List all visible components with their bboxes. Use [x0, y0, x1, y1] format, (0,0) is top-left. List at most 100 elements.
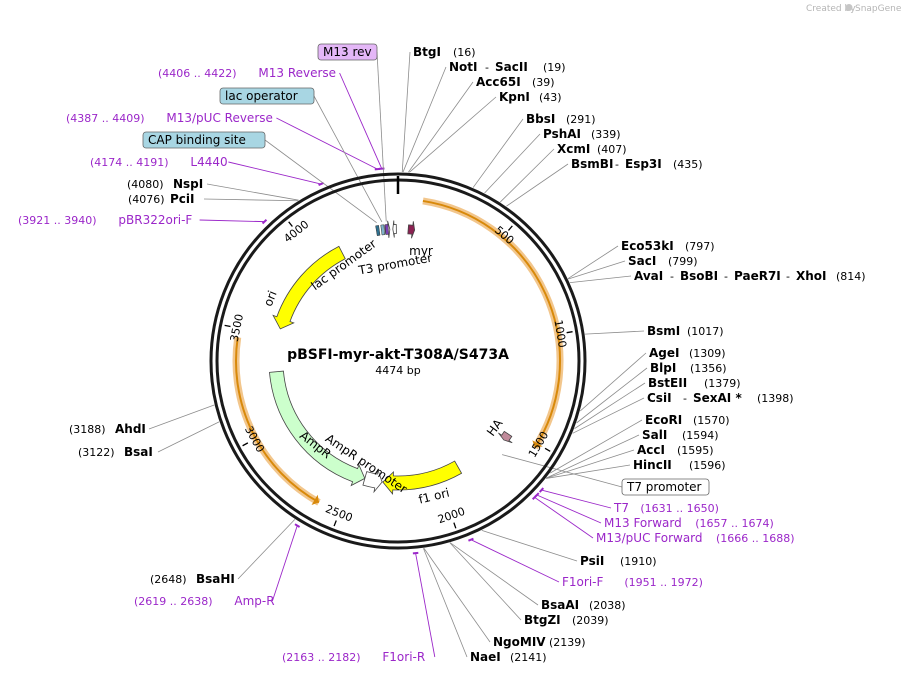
primer-range: (4174 .. 4191): [90, 156, 169, 169]
leader-psii: [481, 530, 578, 562]
leader-blpi: [576, 367, 648, 424]
center-title: pBSFI-myr-akt-T308A/S473A 4474 bp: [287, 347, 509, 377]
leader-avai-bsobi-paer7i-xhoi: [569, 275, 632, 284]
site-name: BsmBI: [571, 157, 613, 171]
box-leader-m13-rev: [376, 51, 387, 222]
primer-mark-f1ori-f: [468, 537, 474, 542]
site-position: (1017): [687, 325, 724, 338]
site-psii: PsiI(1910): [580, 554, 657, 568]
leader-bsahi: [237, 519, 296, 580]
site-name: AvaI: [634, 269, 663, 283]
site-position: (2038): [589, 599, 626, 612]
backbone: [209, 172, 587, 550]
primer-m13-forward: M13 Forward(1657 .. 1674): [604, 516, 774, 530]
site-sali: SalI(1594): [642, 428, 719, 442]
primer-name: M13 Forward: [604, 516, 682, 530]
tick-3000: [242, 442, 249, 447]
site-position: (339): [591, 128, 621, 141]
site-csii-sexai: CsiI-SexAI *(1398): [647, 391, 794, 405]
primer-name: pBR322ori-F: [118, 213, 192, 227]
tick-4000: [288, 221, 293, 227]
site-ecori: EcoRI(1570): [645, 413, 730, 427]
tick-2500: [333, 520, 337, 527]
leader-bbsi: [472, 118, 524, 188]
box-bg: [621, 478, 710, 496]
feature-label-myr: myr: [409, 244, 433, 258]
snapgene-logo-icon: [845, 4, 853, 11]
site-name: BsaHI: [196, 572, 235, 586]
orf-line-0: [422, 199, 561, 449]
primer-range: (3921 .. 3940): [18, 214, 97, 227]
leader-bsaai: [449, 542, 539, 606]
primer-t7: T7(1631 .. 1650): [613, 501, 719, 515]
site-separator: -: [786, 270, 790, 283]
feature-label-ori: ori: [261, 289, 280, 309]
site-name: BsaI: [124, 445, 153, 459]
box-text: T7 promoter: [626, 480, 702, 494]
primer-mark-pbr322ori-f: [261, 219, 268, 225]
tick-500: [507, 225, 513, 231]
primer-range: (1666 .. 1688): [716, 532, 795, 545]
tick-label-3500: 3500: [228, 313, 246, 343]
site-position: (43): [539, 91, 562, 104]
leader-acc65i: [408, 81, 474, 173]
site-position: (39): [532, 76, 555, 89]
operator-block-2: [384, 224, 390, 235]
leader-ahdi: [148, 404, 215, 430]
primer-leader-t7: [541, 489, 612, 509]
site-btgi: BtgI(16): [413, 45, 476, 59]
site-position: (797): [685, 240, 715, 253]
tick-label-4000: 4000: [281, 218, 311, 246]
site-bsahi: (2648)BsaHI: [150, 572, 235, 586]
site-name: NgoMIV: [493, 635, 546, 649]
site-name: BbsI: [526, 112, 555, 126]
site-pcii: (4076)PciI: [128, 192, 195, 206]
primer-name: M13 Reverse: [258, 66, 336, 80]
box-bg: [142, 131, 266, 149]
primer-range: (1951 .. 1972): [624, 576, 703, 589]
site-pshai: PshAI (339): [543, 127, 621, 141]
primer-mark-m13-puc-forward: [531, 494, 538, 500]
site-position: (1595): [677, 444, 714, 457]
site-bsmbi-esp3i: BsmBI-Esp3I(435): [571, 157, 703, 171]
leader-pshai: [484, 133, 541, 194]
box-text: M13 rev: [323, 45, 372, 59]
box-cap-binding-site: CAP binding site: [142, 131, 266, 149]
site-name: SacII: [495, 60, 528, 74]
leader-acci: [546, 449, 635, 479]
leader-eco53ki: [567, 245, 619, 279]
site-position: (407): [597, 143, 627, 156]
site-name: SalI: [642, 428, 667, 442]
leader-bsteii: [574, 382, 646, 429]
leader-csii-sexai: [572, 397, 645, 434]
site-leader-lines: [148, 51, 648, 658]
leader-ecori: [550, 419, 643, 474]
primer-f1ori-r: (2163 .. 2182)F1ori-R: [282, 650, 425, 664]
site-acci: AccI(1595): [637, 443, 714, 457]
primer-pbr322ori-f: (3921 .. 3940) pBR322ori-F: [18, 213, 192, 227]
site-position: (1356): [690, 362, 727, 375]
leader-nspi: [206, 183, 299, 201]
site-separator: -: [670, 270, 674, 283]
leader-naei: [423, 548, 468, 658]
site-name: BsoBI: [680, 269, 718, 283]
primer-range: (4406 .. 4422): [158, 67, 237, 80]
primer-leader-m13-puc-forward: [534, 496, 594, 539]
leader-bsmi: [585, 330, 645, 335]
site-separator: -: [485, 61, 489, 74]
site-position: (4076): [128, 193, 165, 206]
site-name: PshAI: [543, 127, 581, 141]
site-separator: -: [724, 270, 728, 283]
orf-arrowhead-0: [532, 440, 543, 448]
box-bg: [219, 87, 315, 105]
tick-2000: [453, 522, 457, 529]
box-text: CAP binding site: [148, 133, 246, 147]
operator-block-0: [380, 224, 386, 236]
box-leader-cap-binding-site: [264, 139, 377, 223]
site-name: XhoI: [796, 269, 827, 283]
feature-label-f1-ori: f1 ori: [417, 486, 451, 507]
primer-mark-l4440: [318, 182, 324, 187]
site-ahdi: (3188)AhdI: [69, 422, 146, 436]
tick-1000: [566, 331, 573, 334]
